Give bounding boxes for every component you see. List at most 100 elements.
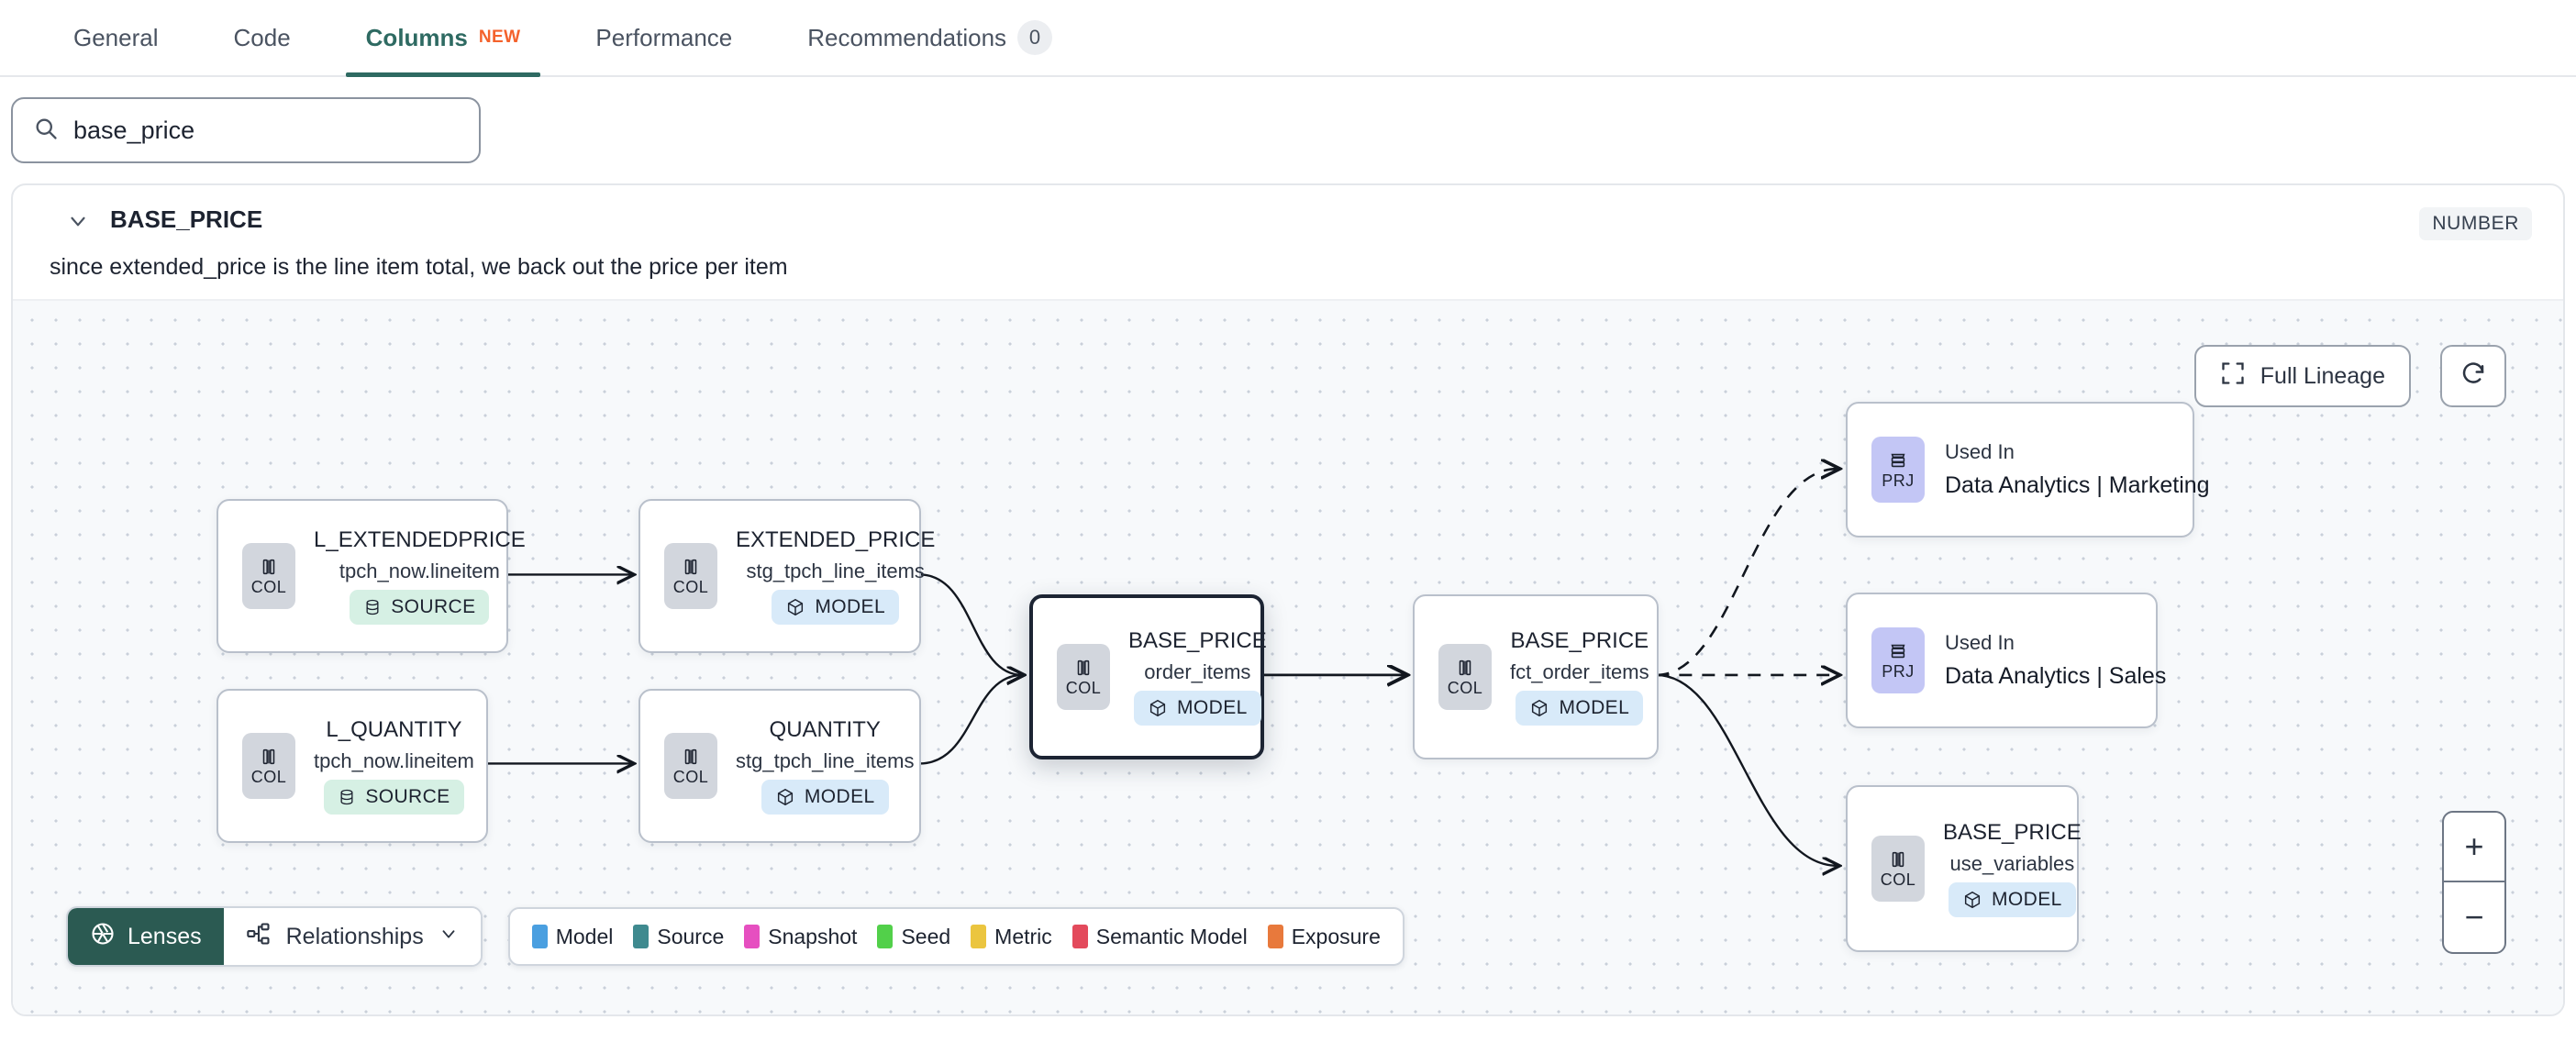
column-icon: COL	[1871, 836, 1925, 902]
relationships-label: Relationships	[285, 923, 424, 949]
node-column-name: BASE_PRICE	[1943, 820, 2082, 845]
node-parent-name: order_items	[1144, 660, 1251, 683]
legend-swatch	[1267, 925, 1283, 948]
tab-recommendations[interactable]: Recommendations 0	[787, 0, 1072, 75]
zoom-in-button[interactable]: +	[2444, 813, 2504, 882]
lenses-button[interactable]: Lenses	[68, 908, 224, 965]
legend-item-exposure[interactable]: Exposure	[1267, 924, 1381, 949]
tab-label: Recommendations	[807, 23, 1007, 51]
node-parent-name: stg_tpch_line_items	[746, 560, 925, 582]
node-parent-name: stg_tpch_line_items	[736, 749, 915, 772]
search-area	[0, 77, 2576, 183]
legend-swatch	[531, 925, 548, 948]
node-column-name: BASE_PRICE	[1128, 628, 1267, 653]
tab-new-badge: NEW	[478, 28, 521, 47]
zoom-out-button[interactable]: −	[2464, 898, 2484, 936]
legend-item-model[interactable]: Model	[531, 924, 614, 949]
graph-node-prj_sales[interactable]: PRJ Used In Data Analytics | Sales	[1846, 593, 2166, 728]
node-type-tag: MODEL	[761, 780, 889, 815]
legend-swatch	[744, 925, 761, 948]
legend-label: Seed	[901, 924, 951, 948]
column-name: BASE_PRICE	[110, 205, 263, 233]
tab-columns[interactable]: Columns NEW	[345, 0, 541, 77]
full-lineage-button[interactable]: Full Lineage	[2193, 345, 2411, 407]
tab-label: General	[73, 23, 159, 51]
legend-item-semantic-model[interactable]: Semantic Model	[1071, 924, 1248, 949]
relationships-button[interactable]: Relationships	[223, 908, 481, 965]
used-in-label: Used In	[1945, 631, 2015, 654]
legend-item-source[interactable]: Source	[633, 925, 724, 949]
node-parent-name: use_variables	[1949, 852, 2075, 875]
expand-frame-icon	[2220, 360, 2246, 393]
used-in-value: Data Analytics | Sales	[1945, 663, 2167, 689]
tab-general[interactable]: General	[53, 0, 179, 75]
node-column-name: QUANTITY	[769, 717, 881, 742]
node-column-name: EXTENDED_PRICE	[736, 527, 936, 552]
node-type-tag-label: MODEL	[1177, 697, 1248, 718]
legend-label: Metric	[994, 924, 1052, 948]
legend-label: Snapshot	[768, 924, 858, 948]
legend-label: Source	[657, 924, 725, 948]
node-type-tag: MODEL	[772, 590, 900, 625]
node-type-tag-label: MODEL	[1559, 697, 1630, 718]
lens-group: Lenses Relationships	[66, 906, 483, 967]
tab-label: Columns	[365, 23, 468, 51]
full-lineage-label: Full Lineage	[2260, 362, 2385, 389]
collapse-chevron-icon[interactable]	[66, 209, 90, 233]
column-icon: COL	[1438, 644, 1492, 710]
refresh-button[interactable]	[2440, 345, 2506, 407]
node-column-name: L_EXTENDEDPRICE	[314, 527, 526, 552]
node-parent-name: fct_order_items	[1510, 660, 1649, 683]
search-input[interactable]	[73, 116, 459, 145]
zoom-controls[interactable]: + −	[2442, 811, 2506, 954]
refresh-icon	[2459, 360, 2487, 393]
column-panel: BASE_PRICE NUMBER since extended_price i…	[11, 183, 2565, 1016]
node-type-tag-label: MODEL	[815, 596, 886, 617]
tab-label: Performance	[595, 23, 733, 51]
node-type-tag-label: MODEL	[804, 786, 875, 807]
tab-bar: General Code Columns NEW Performance Recommen…	[0, 0, 2576, 77]
tab-code[interactable]: Code	[214, 0, 311, 75]
column-type-badge: NUMBER	[2419, 207, 2532, 240]
legend-swatch	[877, 925, 894, 948]
tab-performance[interactable]: Performance	[575, 0, 752, 75]
legend-swatch	[633, 925, 650, 948]
legend-item-seed[interactable]: Seed	[877, 925, 950, 949]
legend-label: Exposure	[1291, 924, 1381, 948]
aperture-icon	[90, 921, 116, 953]
legend-label: Semantic Model	[1095, 924, 1248, 948]
search-icon	[33, 116, 59, 146]
project-icon: PRJ	[1871, 437, 1925, 503]
used-in-value: Data Analytics | Marketing	[1945, 472, 2210, 498]
legend-item-snapshot[interactable]: Snapshot	[744, 925, 857, 949]
node-type-tag-label: SOURCE	[391, 596, 476, 617]
column-icon: COL	[242, 733, 295, 799]
legend-swatch	[1071, 925, 1088, 948]
node-type-tag: SOURCE	[324, 780, 464, 815]
column-icon: COL	[664, 543, 717, 609]
canvas-toolbar: Lenses Relationships	[66, 906, 1405, 967]
node-parent-name: tpch_now.lineitem	[314, 749, 474, 772]
legend-item-metric[interactable]: Metric	[971, 925, 1052, 949]
column-header: BASE_PRICE NUMBER	[13, 185, 2563, 240]
tab-count-badge: 0	[1017, 20, 1053, 55]
node-type-tag: MODEL	[1949, 882, 2076, 917]
tab-label: Code	[233, 23, 291, 51]
node-column-name: L_QUANTITY	[326, 717, 462, 742]
search-box[interactable]	[11, 97, 481, 163]
column-description: since extended_price is the line item to…	[50, 254, 788, 280]
column-icon: COL	[242, 543, 295, 609]
legend-swatch	[971, 925, 987, 948]
project-icon: PRJ	[1871, 627, 1925, 693]
legend-label: Model	[555, 924, 614, 948]
node-column-name: BASE_PRICE	[1510, 628, 1649, 653]
